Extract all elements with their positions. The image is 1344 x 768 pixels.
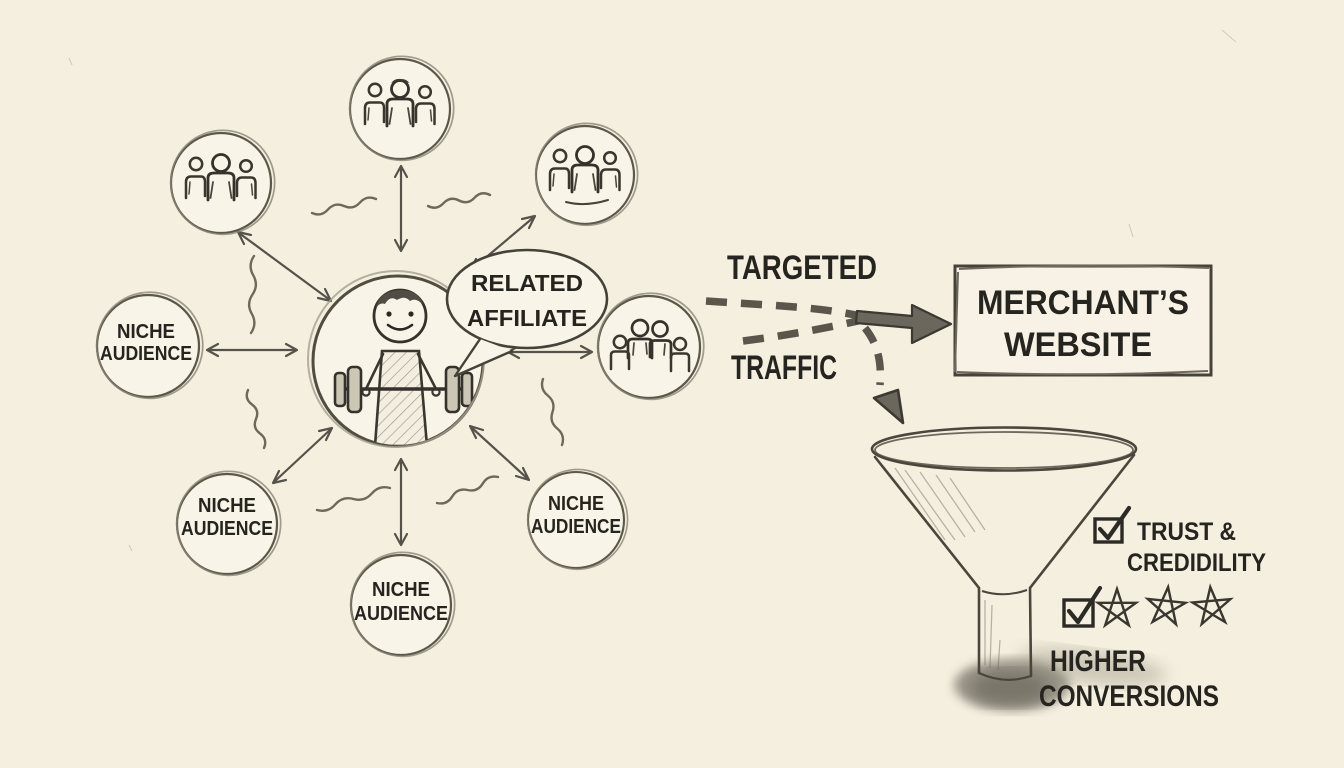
svg-text:AFFILIATE: AFFILIATE: [467, 305, 587, 331]
svg-text:NICHE: NICHE: [198, 495, 256, 517]
svg-text:NICHE: NICHE: [117, 321, 175, 343]
svg-text:WEBSITE: WEBSITE: [1004, 326, 1152, 364]
svg-text:AUDIENCE: AUDIENCE: [100, 343, 192, 365]
svg-text:AUDIENCE: AUDIENCE: [354, 603, 448, 625]
svg-text:TRAFFIC: TRAFFIC: [731, 349, 837, 387]
svg-text:TRUST &: TRUST &: [1137, 518, 1236, 546]
svg-text:TARGETED: TARGETED: [727, 249, 877, 287]
svg-text:MERCHANT’S: MERCHANT’S: [977, 284, 1189, 322]
svg-text:AUDIENCE: AUDIENCE: [531, 516, 621, 538]
svg-text:CONVERSIONS: CONVERSIONS: [1039, 680, 1219, 713]
svg-text:CREDIDILITY: CREDIDILITY: [1127, 549, 1266, 577]
svg-text:AUDIENCE: AUDIENCE: [181, 518, 273, 540]
svg-text:NICHE: NICHE: [548, 493, 604, 515]
svg-text:NICHE: NICHE: [372, 579, 430, 601]
svg-text:HIGHER: HIGHER: [1050, 645, 1146, 678]
svg-text:RELATED: RELATED: [471, 270, 583, 296]
